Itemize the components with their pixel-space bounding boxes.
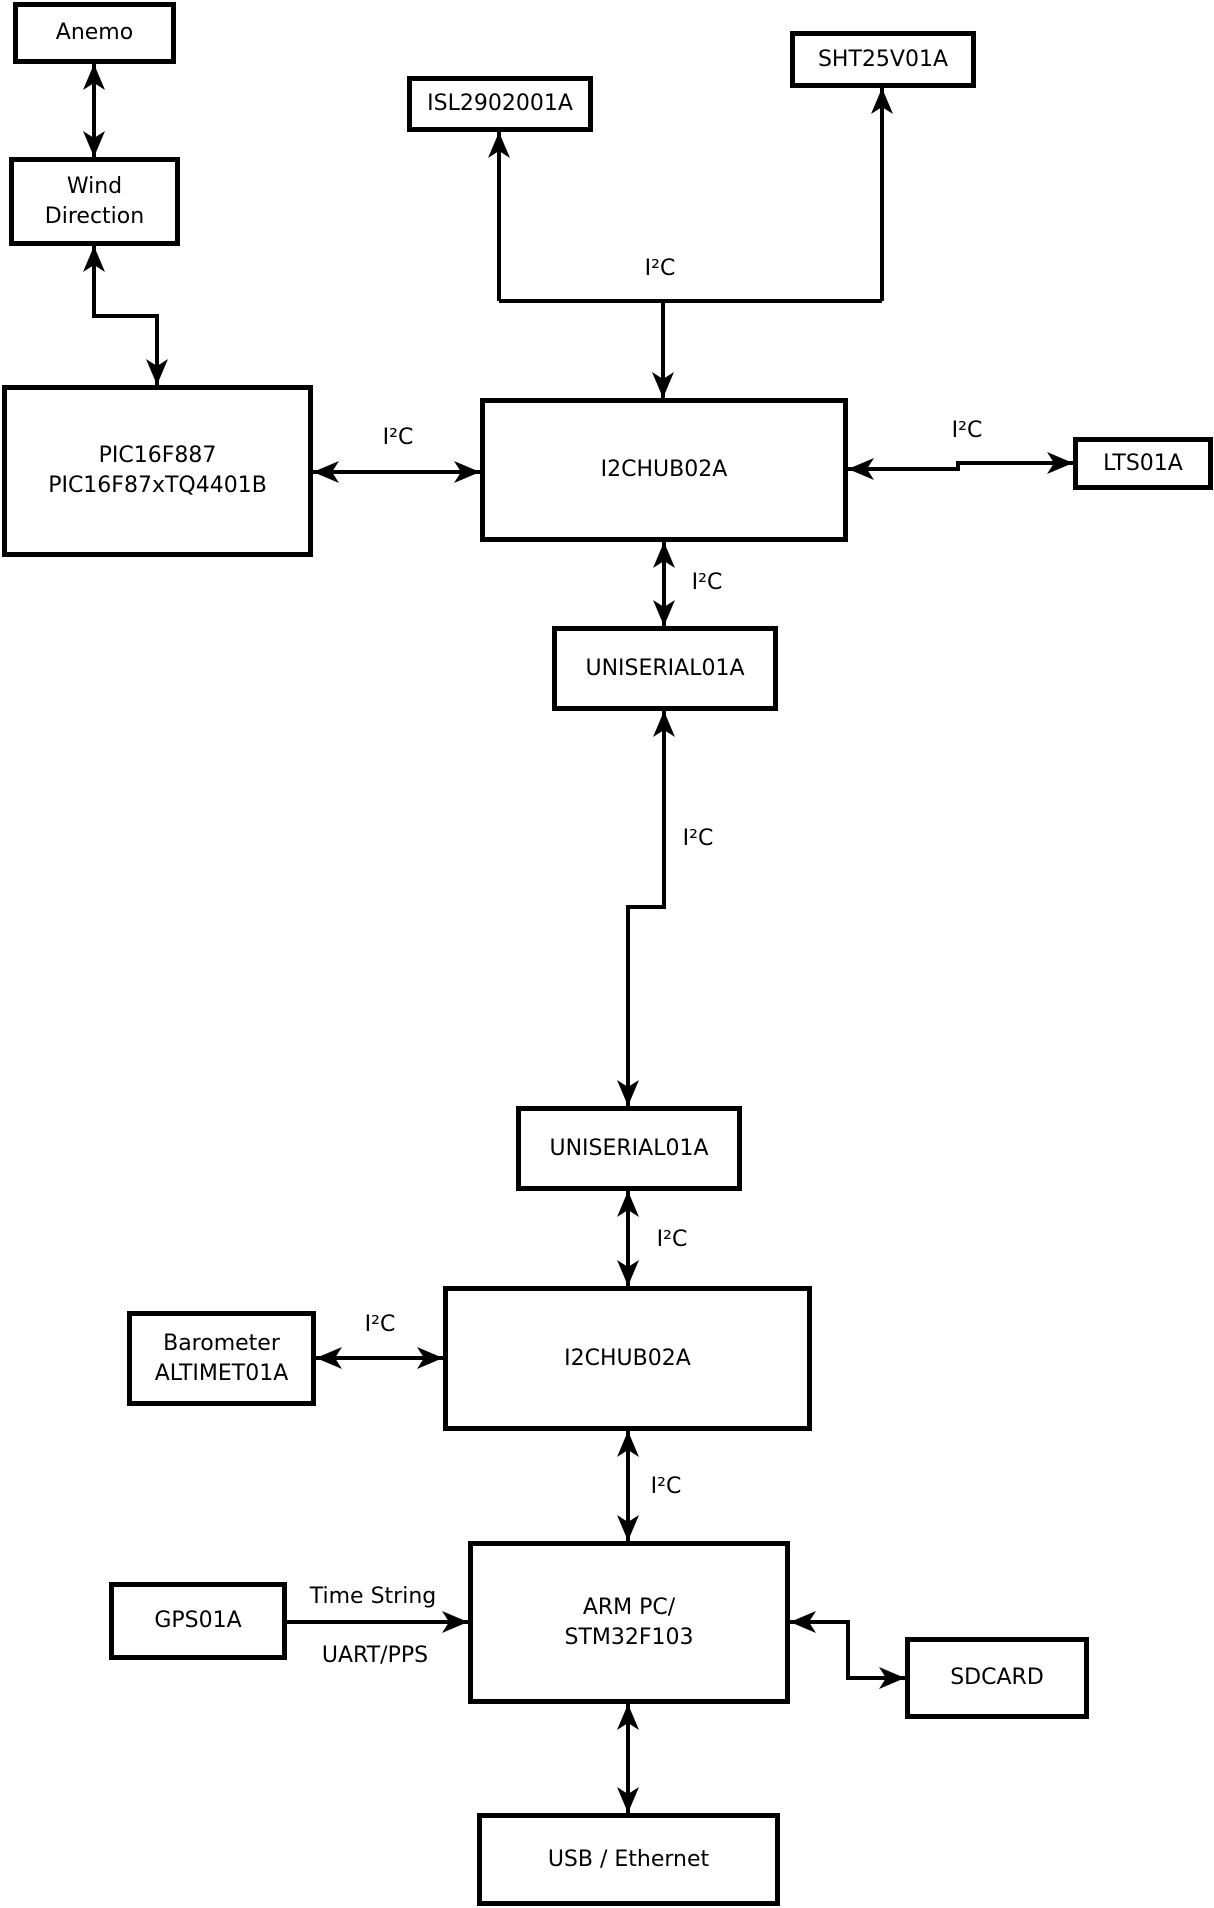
node-wind-direction-label-line1: Wind	[66, 173, 123, 199]
edge-label-hub1-lts-i2c: I²C	[951, 418, 983, 443]
edge-label-hub1-uniserial1-i2c: I²C	[691, 570, 723, 595]
node-gps01a-label: GPS01A	[154, 1608, 242, 1634]
node-pic16f887-label-line2: PIC16F87xTQ4401B	[48, 473, 267, 498]
edge-label-gps-uart-pps: UART/PPS	[321, 1643, 429, 1668]
node-wind-direction-label-line2: Direction	[44, 203, 145, 229]
node-anemo-label: Anemo	[55, 20, 134, 46]
node-barometer-label-line1: Barometer	[163, 1330, 280, 1356]
node-uniserial01a-upper-label: UNISERIAL01A	[585, 655, 745, 681]
node-i2chub02a-upper-label: I2CHUB02A	[600, 457, 728, 483]
node-pic16f887: PIC16F887 PIC16F87xTQ4401B	[2, 385, 313, 557]
node-anemo: Anemo	[13, 2, 176, 64]
node-barometer-label-line2: ALTIMET01A	[154, 1360, 289, 1386]
node-uniserial01a-upper: UNISERIAL01A	[552, 626, 778, 711]
edge-uniserial1-uniserial2	[617, 711, 675, 1106]
edge-label-gps-time-string: Time String	[309, 1584, 437, 1609]
edge-label-pic-hub1-i2c: I²C	[382, 425, 414, 450]
node-sht25v01a: SHT25V01A	[790, 31, 976, 88]
edge-label-uniserial-link-i2c: I²C	[682, 826, 714, 851]
node-sdcard-label: SDCARD	[950, 1665, 1044, 1691]
node-lts01a: LTS01A	[1073, 437, 1213, 490]
node-sht25v01a-label: SHT25V01A	[817, 46, 949, 72]
edge-label-uniserial2-hub2-i2c: I²C	[656, 1227, 688, 1252]
node-i2chub02a-lower: I2CHUB02A	[443, 1286, 812, 1431]
node-arm-label-line2: STM32F103	[564, 1624, 694, 1650]
node-isl2902001a: ISL2902001A	[407, 76, 593, 132]
node-barometer-altimet01a: Barometer ALTIMET01A	[127, 1311, 316, 1406]
node-sdcard: SDCARD	[905, 1637, 1089, 1719]
node-i2chub02a-lower-label: I2CHUB02A	[564, 1345, 691, 1371]
edge-label-hub2-arm-i2c: I²C	[650, 1474, 682, 1499]
edge-wind-direction-pic	[83, 246, 168, 385]
node-uniserial01a-lower: UNISERIAL01A	[516, 1106, 742, 1191]
node-lts01a-label: LTS01A	[1103, 450, 1183, 476]
node-uniserial01a-lower-label: UNISERIAL01A	[549, 1135, 709, 1161]
node-pic16f887-label-line1: PIC16F887	[98, 443, 217, 469]
edge-label-barometer-hub2-i2c: I²C	[364, 1312, 396, 1337]
node-isl2902001a-label: ISL2902001A	[427, 91, 573, 117]
node-i2chub02a-upper: I2CHUB02A	[480, 398, 848, 542]
node-arm-label-line1: ARM PC/	[582, 1594, 676, 1620]
edge-hub1-lts	[848, 452, 1073, 480]
node-wind-direction: Wind Direction	[9, 157, 180, 246]
node-gps01a: GPS01A	[109, 1582, 287, 1660]
node-usb-ethernet-label: USB / Ethernet	[547, 1846, 710, 1872]
edge-label-bus-i2c: I²C	[644, 256, 676, 281]
node-arm-pc-stm32f103: ARM PC/ STM32F103	[468, 1541, 790, 1704]
node-usb-ethernet: USB / Ethernet	[477, 1813, 780, 1906]
edge-arm-sdcard	[790, 1611, 905, 1689]
